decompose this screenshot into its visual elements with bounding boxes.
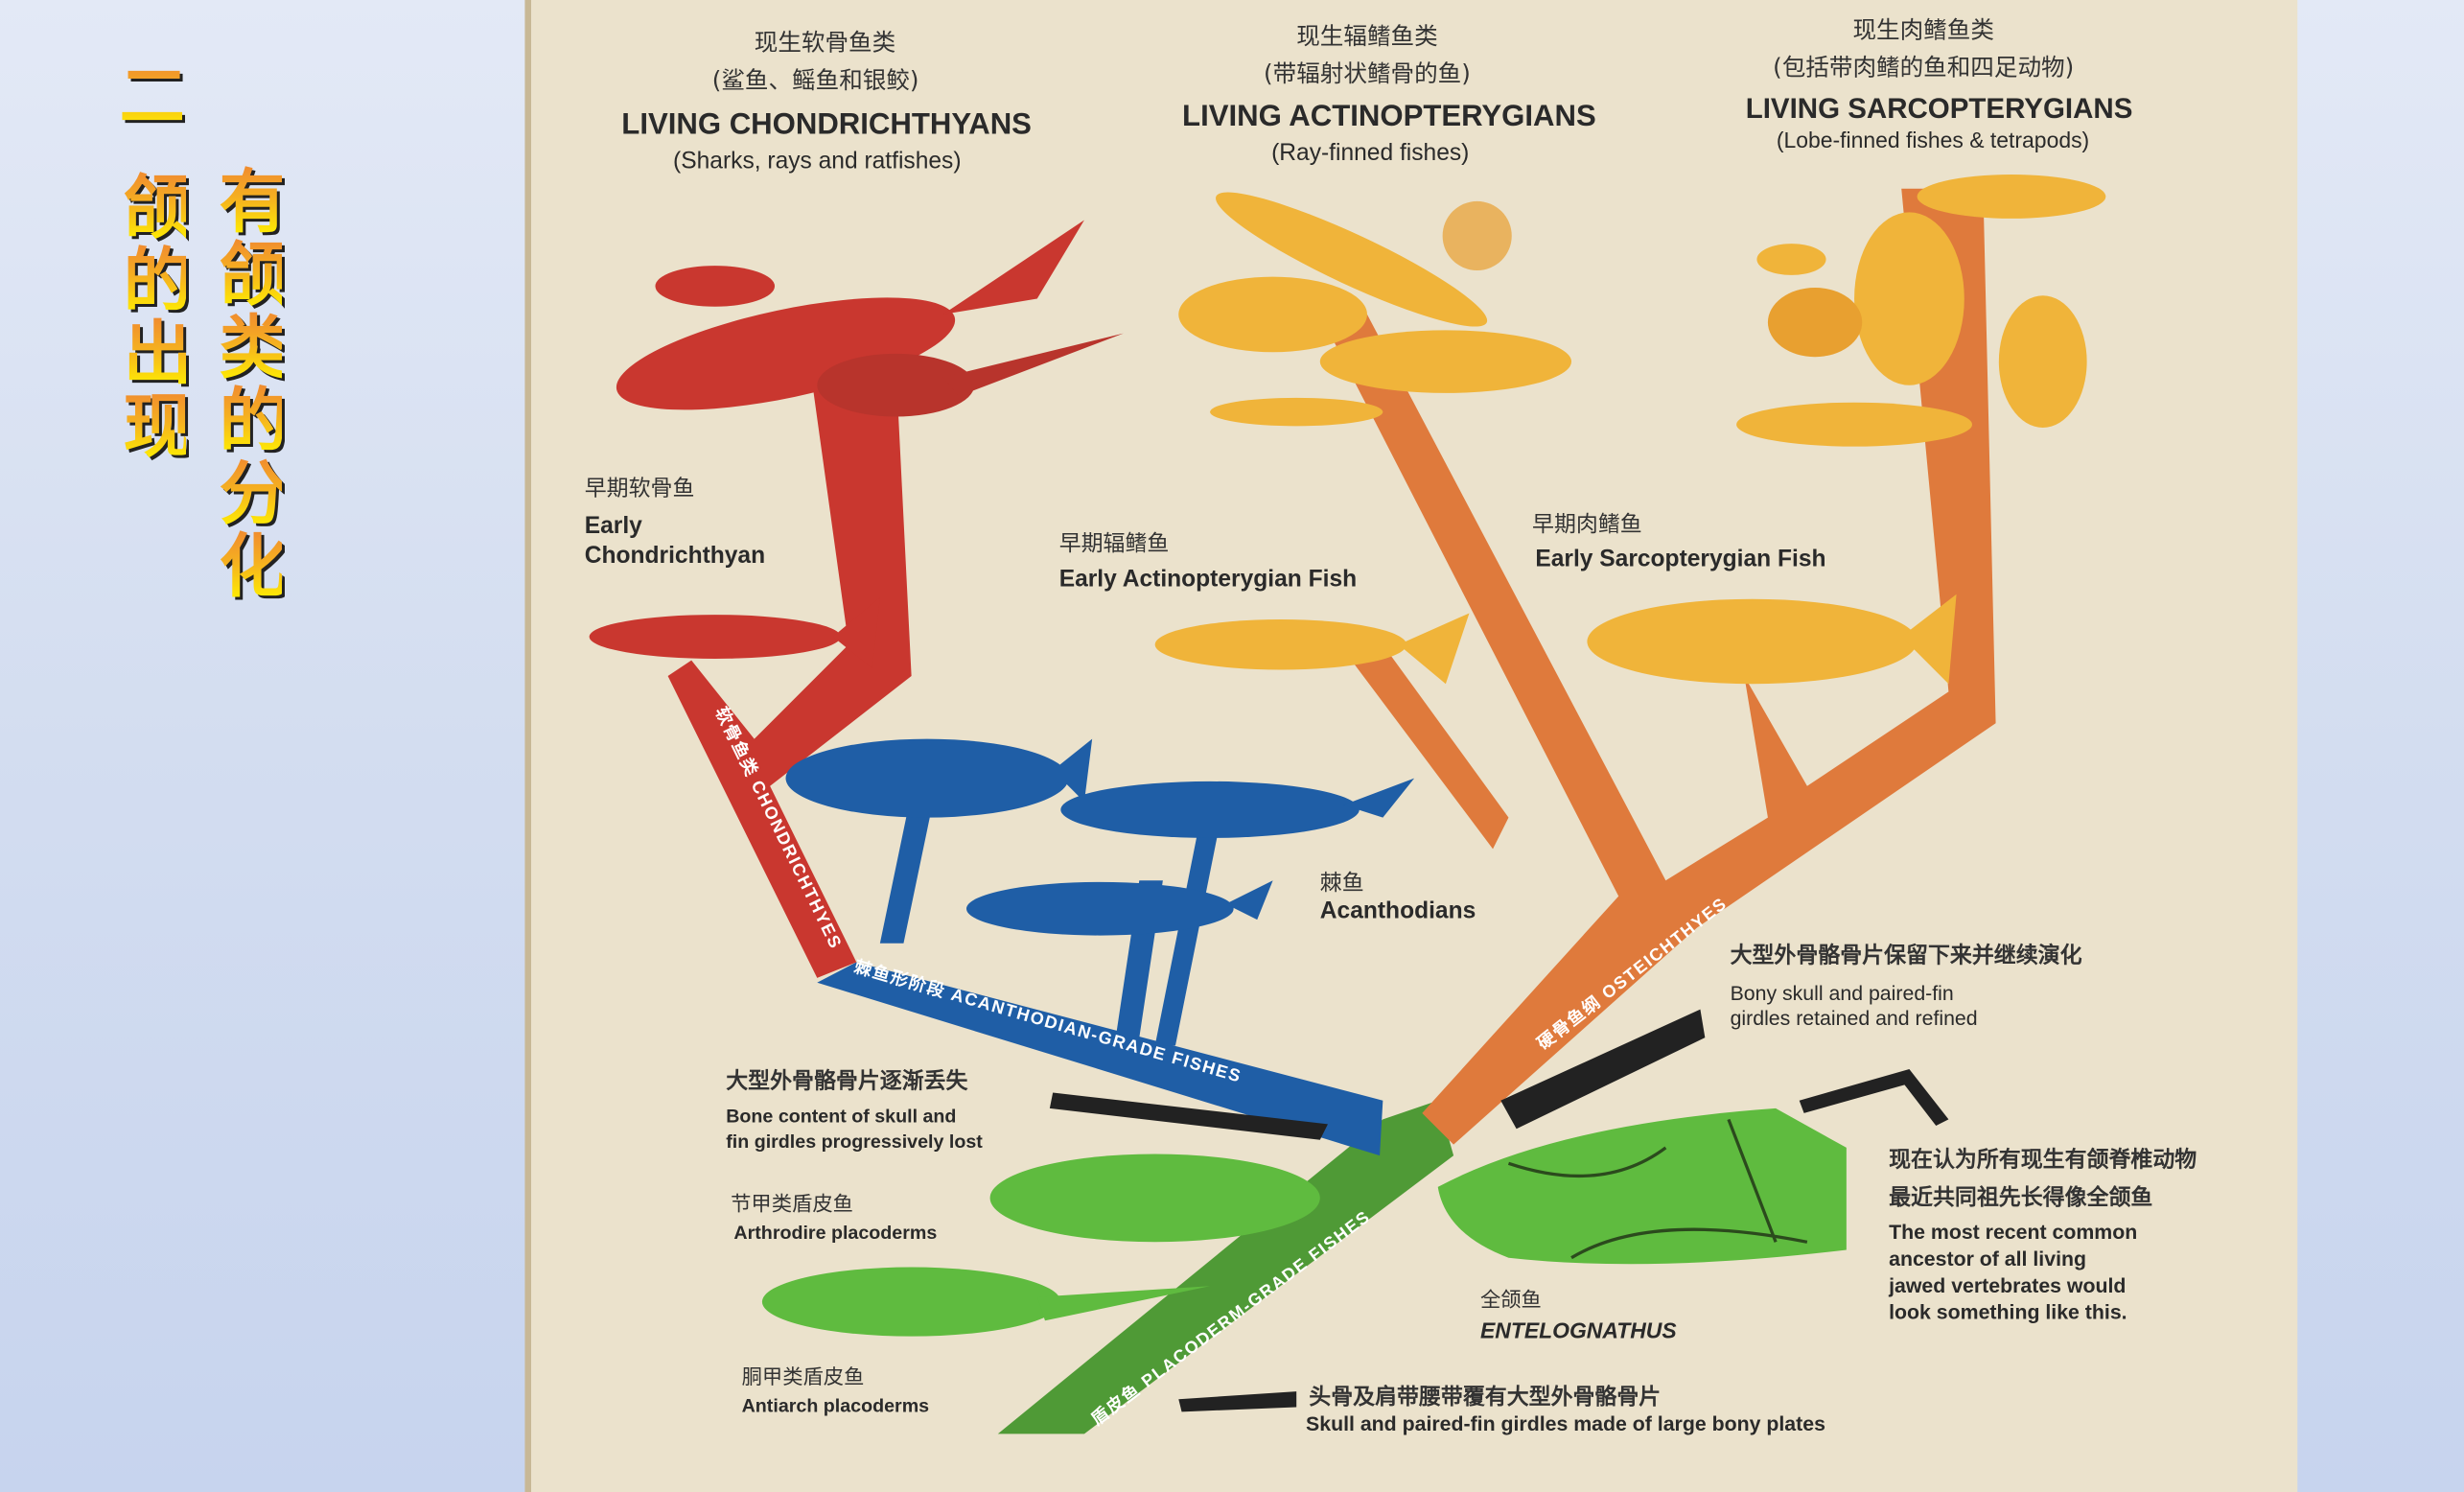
sarcopterygian-heading: LIVING SARCOPTERYGIANS — [1746, 93, 2133, 125]
slide-title-line2: 有颌类的分化 — [207, 165, 288, 602]
early-actinopterygian-en: Early Actinopterygian Fish — [1059, 567, 1357, 593]
arthrodire-icon — [989, 1154, 1320, 1243]
retained-en1: Bony skull and paired-fin — [1731, 982, 1954, 1005]
ancestor-zh1: 现在认为所有现生有颌脊椎动物 — [1889, 1147, 2197, 1173]
sarcopterygian-en-sub: (Lobe-finned fishes & tetrapods) — [1777, 128, 2089, 152]
arrow-icon — [1500, 1009, 1706, 1130]
chondrichthyan-heading: LIVING CHONDRICHTHYANS — [621, 106, 1032, 140]
chondrichthyan-zh-sub: (鲨鱼、鳐鱼和银鲛) — [712, 66, 919, 94]
antiarch-en: Antiarch placoderms — [742, 1395, 930, 1416]
sarcopterygian-zh-sub: (包括带肉鳍的鱼和四足动物) — [1773, 54, 2074, 82]
entelognathus-zh: 全颌鱼 — [1480, 1289, 1542, 1313]
actinopterygian-en-sub: (Ray-finned fishes) — [1271, 140, 1469, 166]
early-actinopterygian-icon — [1154, 619, 1406, 670]
entelognathus-en: ENTELOGNATHUS — [1480, 1317, 1677, 1342]
actinopterygian-heading: LIVING ACTINOPTERYGIANS — [1182, 99, 1596, 132]
ancestor-en3: jawed vertebrates would — [1888, 1274, 2126, 1297]
slide-numeral: 二 — [107, 59, 188, 132]
kangaroo-icon — [1854, 212, 1964, 385]
actinopterygian-zh: 现生辐鳍鱼类 — [1296, 22, 1437, 50]
acanthodians-en: Acanthodians — [1320, 898, 1476, 924]
retained-en2: girdles retained and refined — [1731, 1007, 1978, 1030]
early-sarcopterygian-icon — [1587, 598, 1918, 685]
arrow-icon — [1799, 1068, 1949, 1126]
shark-icon — [616, 297, 956, 410]
sarcopterygian-zh: 现生肉鳍鱼类 — [1852, 15, 1993, 43]
arrow-icon — [1049, 1092, 1328, 1140]
chondrichthyan-zh: 现生软骨鱼类 — [755, 28, 895, 56]
early-sarcopterygian-zh: 早期肉鳍鱼 — [1532, 512, 1642, 537]
ancestor-en1: The most recent common — [1889, 1221, 2137, 1244]
acanthodian-branch — [817, 962, 1383, 1156]
entelognathus-icon — [1437, 1107, 1847, 1265]
early-chondrichthyan-en2: Chondrichthyan — [585, 543, 765, 569]
arrow-icon — [1178, 1391, 1297, 1412]
bone-lost-en1: Bone content of skull and — [726, 1107, 956, 1128]
early-chondrichthyan-en1: Early — [585, 513, 642, 539]
antiarch-icon — [761, 1267, 1061, 1337]
fish-illustrations — [589, 174, 2106, 1337]
arthrodire-zh: 节甲类盾皮鱼 — [731, 1193, 853, 1217]
arthrodire-en: Arthrodire placoderms — [733, 1223, 937, 1244]
actinopterygian-zh-sub: (带辐射状鳍骨的鱼) — [1264, 59, 1471, 87]
placoderm-trunk — [997, 1100, 1454, 1434]
chondrichthyan-en-sub: (Sharks, rays and ratfishes) — [673, 148, 961, 174]
retained-zh: 大型外骨骼骨片保留下来并继续演化 — [1731, 942, 2082, 967]
acanthodian-fish-icon — [785, 738, 1069, 818]
bone-lost-en2: fin girdles progressively lost — [726, 1131, 983, 1153]
ancestor-en4: look something like this. — [1889, 1301, 2127, 1324]
ancestor-en2: ancestor of all living — [1889, 1247, 2086, 1271]
early-actinopterygian-zh: 早期辐鳍鱼 — [1059, 531, 1170, 556]
sturgeon-icon — [1216, 192, 1488, 327]
pointer-arrows — [1049, 1009, 1949, 1412]
early-sarcopterygian-en: Early Sarcopterygian Fish — [1535, 546, 1825, 571]
slide-title-line1: 颌的出现 — [111, 171, 192, 462]
bony-plates-en: Skull and paired-fin girdles made of lar… — [1306, 1412, 1825, 1435]
acanthodians-zh: 棘鱼 — [1320, 871, 1364, 896]
chondrichthyes-branch — [667, 361, 912, 978]
ancestor-zh2: 最近共同祖先长得像全颌鱼 — [1889, 1184, 2152, 1210]
bone-lost-zh: 大型外骨骼骨片逐渐丢失 — [726, 1068, 968, 1094]
early-shark-icon — [589, 615, 841, 660]
antiarch-zh: 胴甲类盾皮鱼 — [742, 1365, 865, 1389]
bony-plates-zh: 头骨及肩带腰带覆有大型外骨骼骨片 — [1309, 1384, 1661, 1410]
early-chondrichthyan-zh: 早期软骨鱼 — [585, 476, 695, 501]
ray-icon — [817, 353, 975, 417]
